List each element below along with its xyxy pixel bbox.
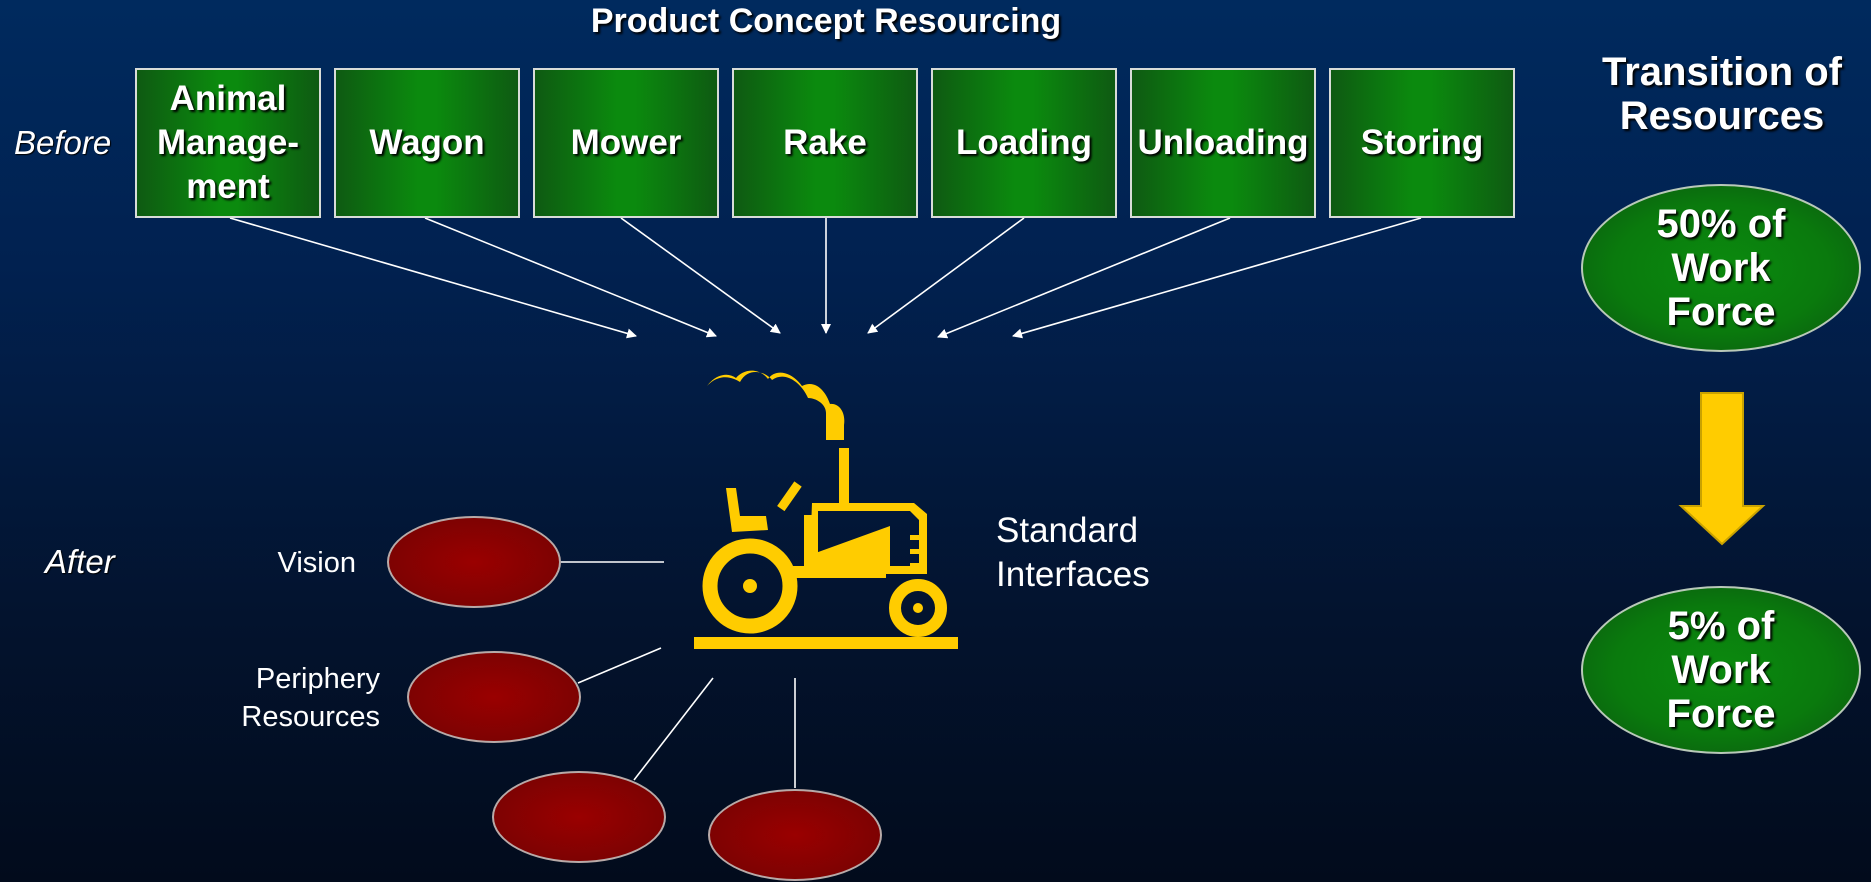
arrow-wagon (424, 217, 717, 338)
before-label: Before (14, 124, 112, 161)
standard-interfaces-label: Standard Interfaces (996, 509, 1150, 597)
arrow-unloading (937, 217, 1231, 339)
concept-box-animal-management: Animal Manage- ment (135, 68, 321, 218)
concept-label: Wagon (369, 123, 485, 162)
transition-title-line1: Transition of (1602, 50, 1842, 94)
concept-label: Unloading (1137, 123, 1309, 162)
concept-label-line: ment (186, 167, 270, 206)
concept-box-rake: Rake (732, 68, 918, 218)
workforce-before-line3: Force (1666, 290, 1776, 334)
concept-box-unloading: Unloading (1130, 68, 1316, 218)
resource-oval-vision (387, 516, 561, 608)
concept-label-line: Animal (169, 79, 287, 118)
arrow-mower (620, 217, 781, 334)
connector-oval-3 (633, 677, 714, 781)
concept-box-wagon: Wagon (334, 68, 520, 218)
standard-interfaces-line1: Standard (996, 511, 1139, 550)
concept-label: Mower (570, 123, 682, 162)
arrow-loading (867, 217, 1025, 334)
concept-label: Storing (1360, 123, 1484, 162)
page-title: Product Concept Resourcing (590, 2, 1062, 40)
workforce-after-line2: Work (1671, 648, 1771, 692)
periphery-line1: Periphery (255, 663, 380, 695)
concept-box-mower: Mower (533, 68, 719, 218)
vision-label: Vision (277, 547, 356, 579)
arrow-animal-management (229, 217, 637, 339)
transition-title-line2: Resources (1619, 94, 1825, 138)
concept-box-storing: Storing (1329, 68, 1515, 218)
resource-oval-3 (492, 771, 666, 863)
standard-interfaces-line2: Interfaces (996, 555, 1150, 594)
workforce-before-oval: 50% of Work Force (1581, 184, 1861, 352)
resource-oval-4 (708, 789, 882, 881)
concept-label-line: Manage- (157, 123, 299, 162)
workforce-after-oval: 5% of Work Force (1581, 586, 1861, 754)
concept-box-loading: Loading (931, 68, 1117, 218)
connector-periphery (577, 647, 662, 684)
transition-title: Transition of Resources (1580, 50, 1864, 138)
after-label: After (45, 543, 115, 580)
workforce-before-line1: 50% of (1656, 202, 1786, 246)
resource-oval-periphery (407, 651, 581, 743)
arrow-storing (1012, 217, 1422, 339)
periphery-resources-label: Periphery Resources (200, 660, 380, 736)
workforce-after-line1: 5% of (1667, 604, 1775, 648)
workforce-after-line3: Force (1666, 692, 1776, 736)
concept-label: Rake (783, 123, 867, 162)
workforce-before-line2: Work (1671, 246, 1771, 290)
periphery-line2: Resources (241, 701, 380, 733)
concept-label: Loading (955, 123, 1093, 162)
